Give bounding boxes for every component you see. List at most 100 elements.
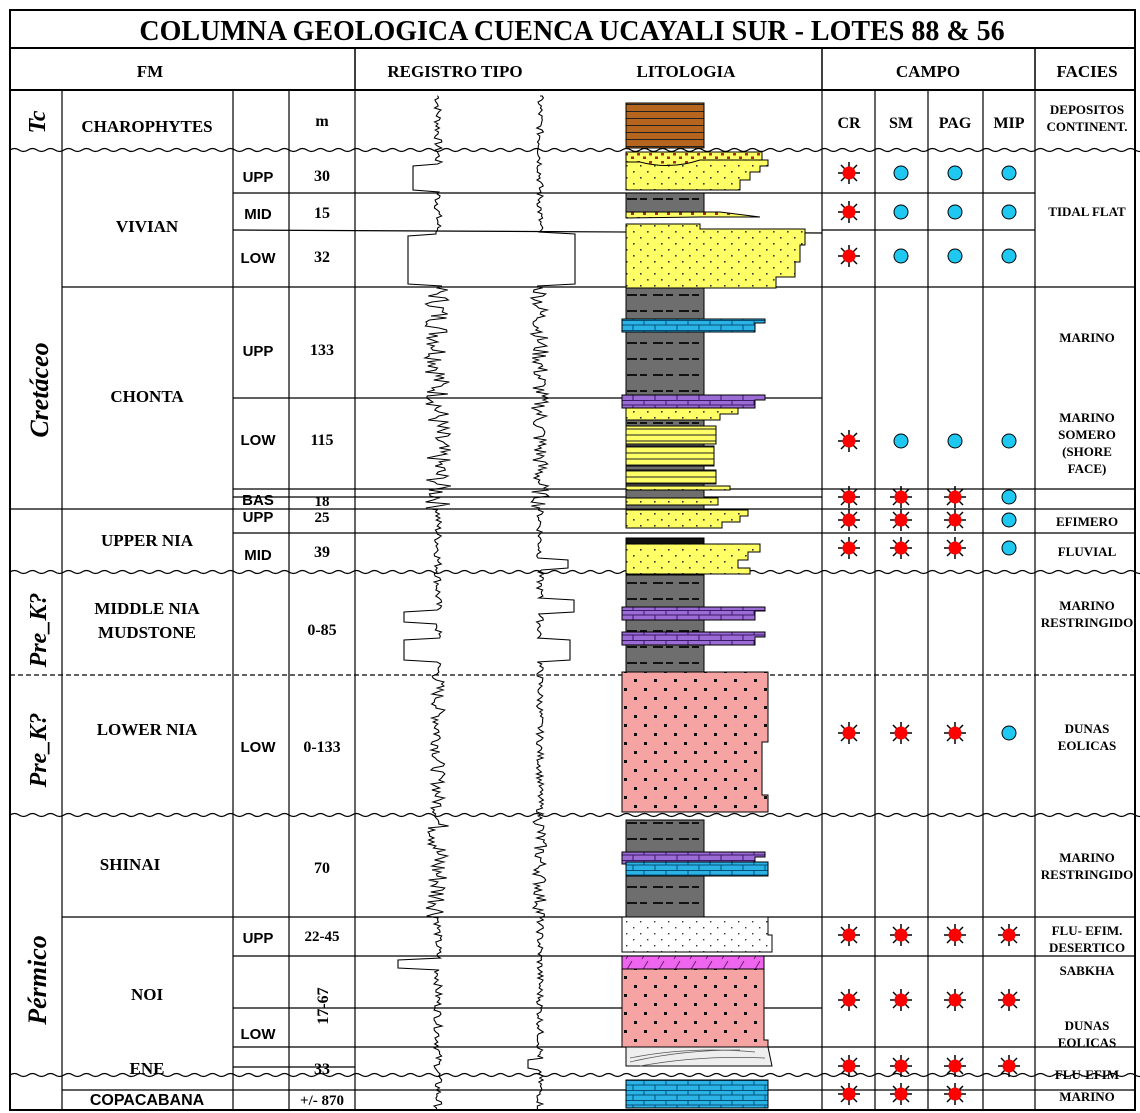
thinbed-sand-layer [625,445,715,467]
eolian-sand-layer [621,968,769,1048]
formation-names: CHAROPHYTES VIVIAN CHONTA UPPER NIA MIDD… [81,117,212,1109]
member-sub: MID [244,206,272,223]
facies-label: FLU-EFIM [1055,1067,1119,1082]
water-dot [1001,248,1017,264]
oil-show-star [837,200,861,224]
sand-layer-white [621,916,773,953]
sand-layer [625,485,731,491]
water-dot [1001,204,1017,220]
member-labels: m UPP MID LOW UPP LOW BAS UPP MID LOW UP… [241,113,344,1109]
dolomite-layer [621,606,766,621]
oil-show-star [889,536,913,560]
oil-show-star [837,1082,861,1106]
oil-show-star [837,1054,861,1078]
shale-layer [625,192,705,214]
member-thickness: 32 [314,249,330,266]
dolomite-layer [621,631,766,646]
body-frame [9,89,1136,1111]
member-sub: UPP [243,930,274,947]
header-facies: FACIES [1056,62,1117,81]
oil-show-star [997,1054,1021,1078]
facies-label: MARINO [1059,330,1115,345]
sand-layer [625,223,806,289]
member-sub: LOW [241,250,277,267]
thinbed-sand-layer [625,469,717,485]
limestone-layer [625,861,769,877]
crossbed-layer [625,1046,773,1067]
water-dot [1001,433,1017,449]
oil-show-star [943,536,967,560]
field-sm: SM [889,115,913,132]
unconformity-line [9,147,1140,153]
conglomerate-cap [625,151,763,166]
coal-layer [625,102,705,149]
oil-show-star [837,429,861,453]
era-cretaceo: Cretáceo [25,342,54,437]
fm-upper-nia: UPPER NIA [101,531,194,550]
fm-ene: ENE [130,1059,165,1078]
facies-label: SABKHA [1060,963,1116,978]
member-sub: UPP [243,343,274,360]
facies-label: EOLICAS [1058,738,1117,753]
coal-layer [625,537,705,545]
fm-charophytes: CHAROPHYTES [81,117,212,136]
header-fm: FM [137,62,163,81]
facies-label: EOLICAS [1058,1035,1117,1050]
water-dot [947,248,963,264]
water-dot [1001,489,1017,505]
water-dot [947,204,963,220]
oil-show-star [837,161,861,185]
era-prek-2: Pre_K? [26,713,52,789]
oil-show-star [837,536,861,560]
dolomite-layer [621,851,766,865]
facies-label: MARINO [1059,1089,1115,1104]
facies-label: (SHORE [1062,444,1112,459]
member-thickness: 30 [314,168,330,185]
era-prek-1: Pre_K? [26,593,52,669]
oil-show-star [889,485,913,509]
fm-middle-nia: MIDDLE NIA [94,599,200,618]
member-thickness: 33 [314,1061,330,1078]
facies-label: CONTINENT. [1046,119,1127,134]
title-box [9,9,1136,49]
oil-show-star [943,1082,967,1106]
member-sub: LOW [241,1026,277,1043]
oil-show-star [889,508,913,532]
water-dot [947,165,963,181]
fm-vivian: VIVIAN [116,217,179,236]
water-dot [893,433,909,449]
member-sub: MID [244,547,272,564]
column-lines [61,90,1036,1110]
member-thickness: 18 [315,494,330,510]
facies-label: RESTRINGIDO [1041,867,1133,882]
member-sub: BAS [242,492,274,509]
sabkha-layer [621,955,765,970]
lithology-column [621,102,806,1109]
oil-show-star [943,508,967,532]
oil-show-star [889,988,913,1012]
well-log-curves [397,95,576,1111]
water-dot [1001,725,1017,741]
oil-show-star [889,721,913,745]
member-sub: LOW [241,739,277,756]
occurrence-symbols [837,161,1021,1106]
oil-show-star [943,721,967,745]
oil-show-star [943,988,967,1012]
thickness-unit: m [315,113,329,130]
member-thickness: 0-85 [307,622,336,639]
facies-label: FLU- EFIM. [1052,923,1123,938]
unconformity-line [9,569,1140,575]
limestone-layer [621,318,766,333]
water-dot [1001,512,1017,528]
water-dot [893,248,909,264]
member-sub: LOW [241,432,277,449]
fm-lower-nia: LOWER NIA [97,720,198,739]
oil-show-star [889,923,913,947]
member-thickness: 39 [314,544,330,561]
member-sub: UPP [243,509,274,526]
field-mip: MIP [993,115,1024,132]
member-thickness: 115 [310,432,333,449]
unconformity-line [9,812,1140,818]
facies-label: RESTRINGIDO [1041,615,1133,630]
